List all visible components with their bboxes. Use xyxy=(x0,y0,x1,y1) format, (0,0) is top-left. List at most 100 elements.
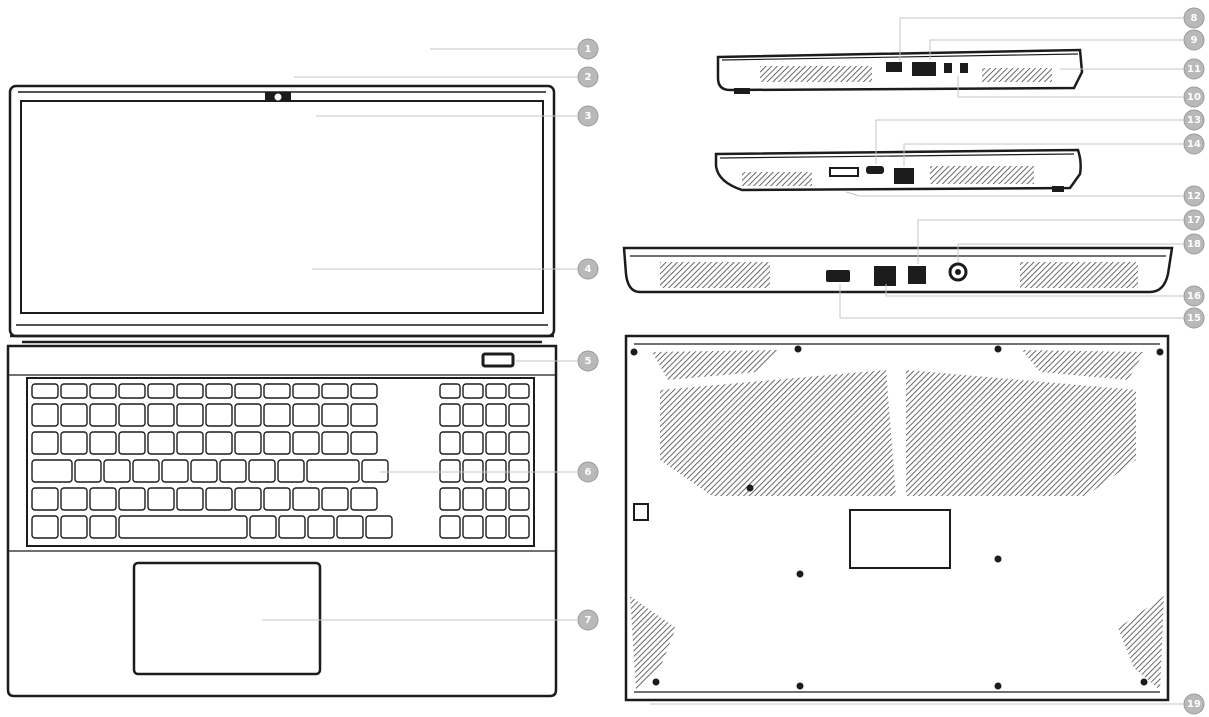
callout-2: 2 xyxy=(577,66,599,88)
key xyxy=(31,487,59,511)
key xyxy=(234,403,262,427)
power-button xyxy=(481,352,515,368)
callout-15: 15 xyxy=(1183,307,1205,329)
numpad-key xyxy=(485,459,507,483)
screws xyxy=(630,345,1164,690)
callout-badge xyxy=(1183,7,1205,29)
callout-badge xyxy=(577,66,599,88)
key xyxy=(147,403,175,427)
callout-leader-13 xyxy=(875,119,1183,164)
key xyxy=(176,487,204,511)
callout-number: 6 xyxy=(585,467,592,478)
key xyxy=(31,459,73,483)
touchpad xyxy=(132,561,322,676)
left-vent xyxy=(760,66,872,82)
callout-badge xyxy=(1183,307,1205,329)
callout-badge xyxy=(1183,185,1205,207)
numpad-key xyxy=(439,431,461,455)
callout-badge xyxy=(577,461,599,483)
key xyxy=(118,431,146,455)
callout-badge xyxy=(577,105,599,127)
key xyxy=(263,431,291,455)
battery-latch xyxy=(633,503,649,521)
callout-leader-16 xyxy=(885,284,1183,297)
key xyxy=(205,487,233,511)
keyboard-area xyxy=(26,377,535,547)
key xyxy=(118,515,248,539)
key xyxy=(321,383,349,399)
callout-3: 3 xyxy=(577,105,599,127)
sd-slot xyxy=(829,167,859,177)
key xyxy=(234,383,262,399)
bottom-vent-right xyxy=(906,370,1136,496)
callout-badge xyxy=(1183,109,1205,131)
callout-number: 13 xyxy=(1187,115,1201,126)
callout-number: 9 xyxy=(1191,35,1198,46)
key xyxy=(205,383,233,399)
key xyxy=(321,431,349,455)
callout-7: 7 xyxy=(577,609,599,631)
callout-badge xyxy=(1183,133,1205,155)
callout-badge xyxy=(1183,29,1205,51)
numpad-key xyxy=(508,431,530,455)
callout-17: 17 xyxy=(1183,209,1205,231)
key xyxy=(306,459,360,483)
key xyxy=(176,431,204,455)
key xyxy=(307,515,335,539)
numpad-key xyxy=(485,383,507,399)
callout-number: 2 xyxy=(585,72,592,83)
key xyxy=(60,487,88,511)
callout-leader-14 xyxy=(903,143,1183,166)
numpad-key xyxy=(508,403,530,427)
numpad-key xyxy=(462,487,484,511)
callout-badge xyxy=(577,38,599,60)
numpad-key xyxy=(439,403,461,427)
service-panel xyxy=(849,509,951,569)
key xyxy=(60,403,88,427)
left-side-view xyxy=(716,48,1084,94)
numpad-key xyxy=(439,515,461,539)
bottom-exhaust-right xyxy=(1022,350,1144,380)
callout-number: 14 xyxy=(1187,139,1201,150)
key xyxy=(60,431,88,455)
callout-leader-18 xyxy=(957,243,1183,262)
callout-1: 1 xyxy=(577,38,599,60)
display-panel xyxy=(20,100,544,314)
callout-number: 7 xyxy=(585,615,592,626)
rear-port-a xyxy=(874,266,896,286)
callout-number: 12 xyxy=(1187,191,1201,202)
right-grille xyxy=(742,172,812,186)
callout-badge xyxy=(1183,233,1205,255)
bottom-view xyxy=(624,334,1170,702)
key xyxy=(248,459,276,483)
callout-10: 10 xyxy=(1183,86,1205,108)
key xyxy=(278,515,306,539)
key xyxy=(205,431,233,455)
key xyxy=(89,403,117,427)
key xyxy=(118,487,146,511)
callout-5: 5 xyxy=(577,350,599,372)
key xyxy=(89,515,117,539)
rear-vent-left xyxy=(660,262,770,288)
numpad-key xyxy=(462,431,484,455)
numpad-key xyxy=(462,403,484,427)
audio-jack-left xyxy=(944,63,952,73)
key xyxy=(350,431,378,455)
key xyxy=(365,515,393,539)
numpad-key xyxy=(439,383,461,399)
callout-14: 14 xyxy=(1183,133,1205,155)
usb-c-right xyxy=(866,166,884,174)
key xyxy=(190,459,218,483)
callout-number: 16 xyxy=(1187,291,1201,302)
key xyxy=(147,431,175,455)
key xyxy=(60,383,88,399)
numpad-key xyxy=(439,459,461,483)
key xyxy=(89,431,117,455)
right-side-view xyxy=(714,148,1082,192)
key xyxy=(350,487,378,511)
key xyxy=(147,383,175,399)
key xyxy=(31,515,59,539)
callout-number: 5 xyxy=(585,356,592,367)
right-vent xyxy=(930,166,1034,184)
